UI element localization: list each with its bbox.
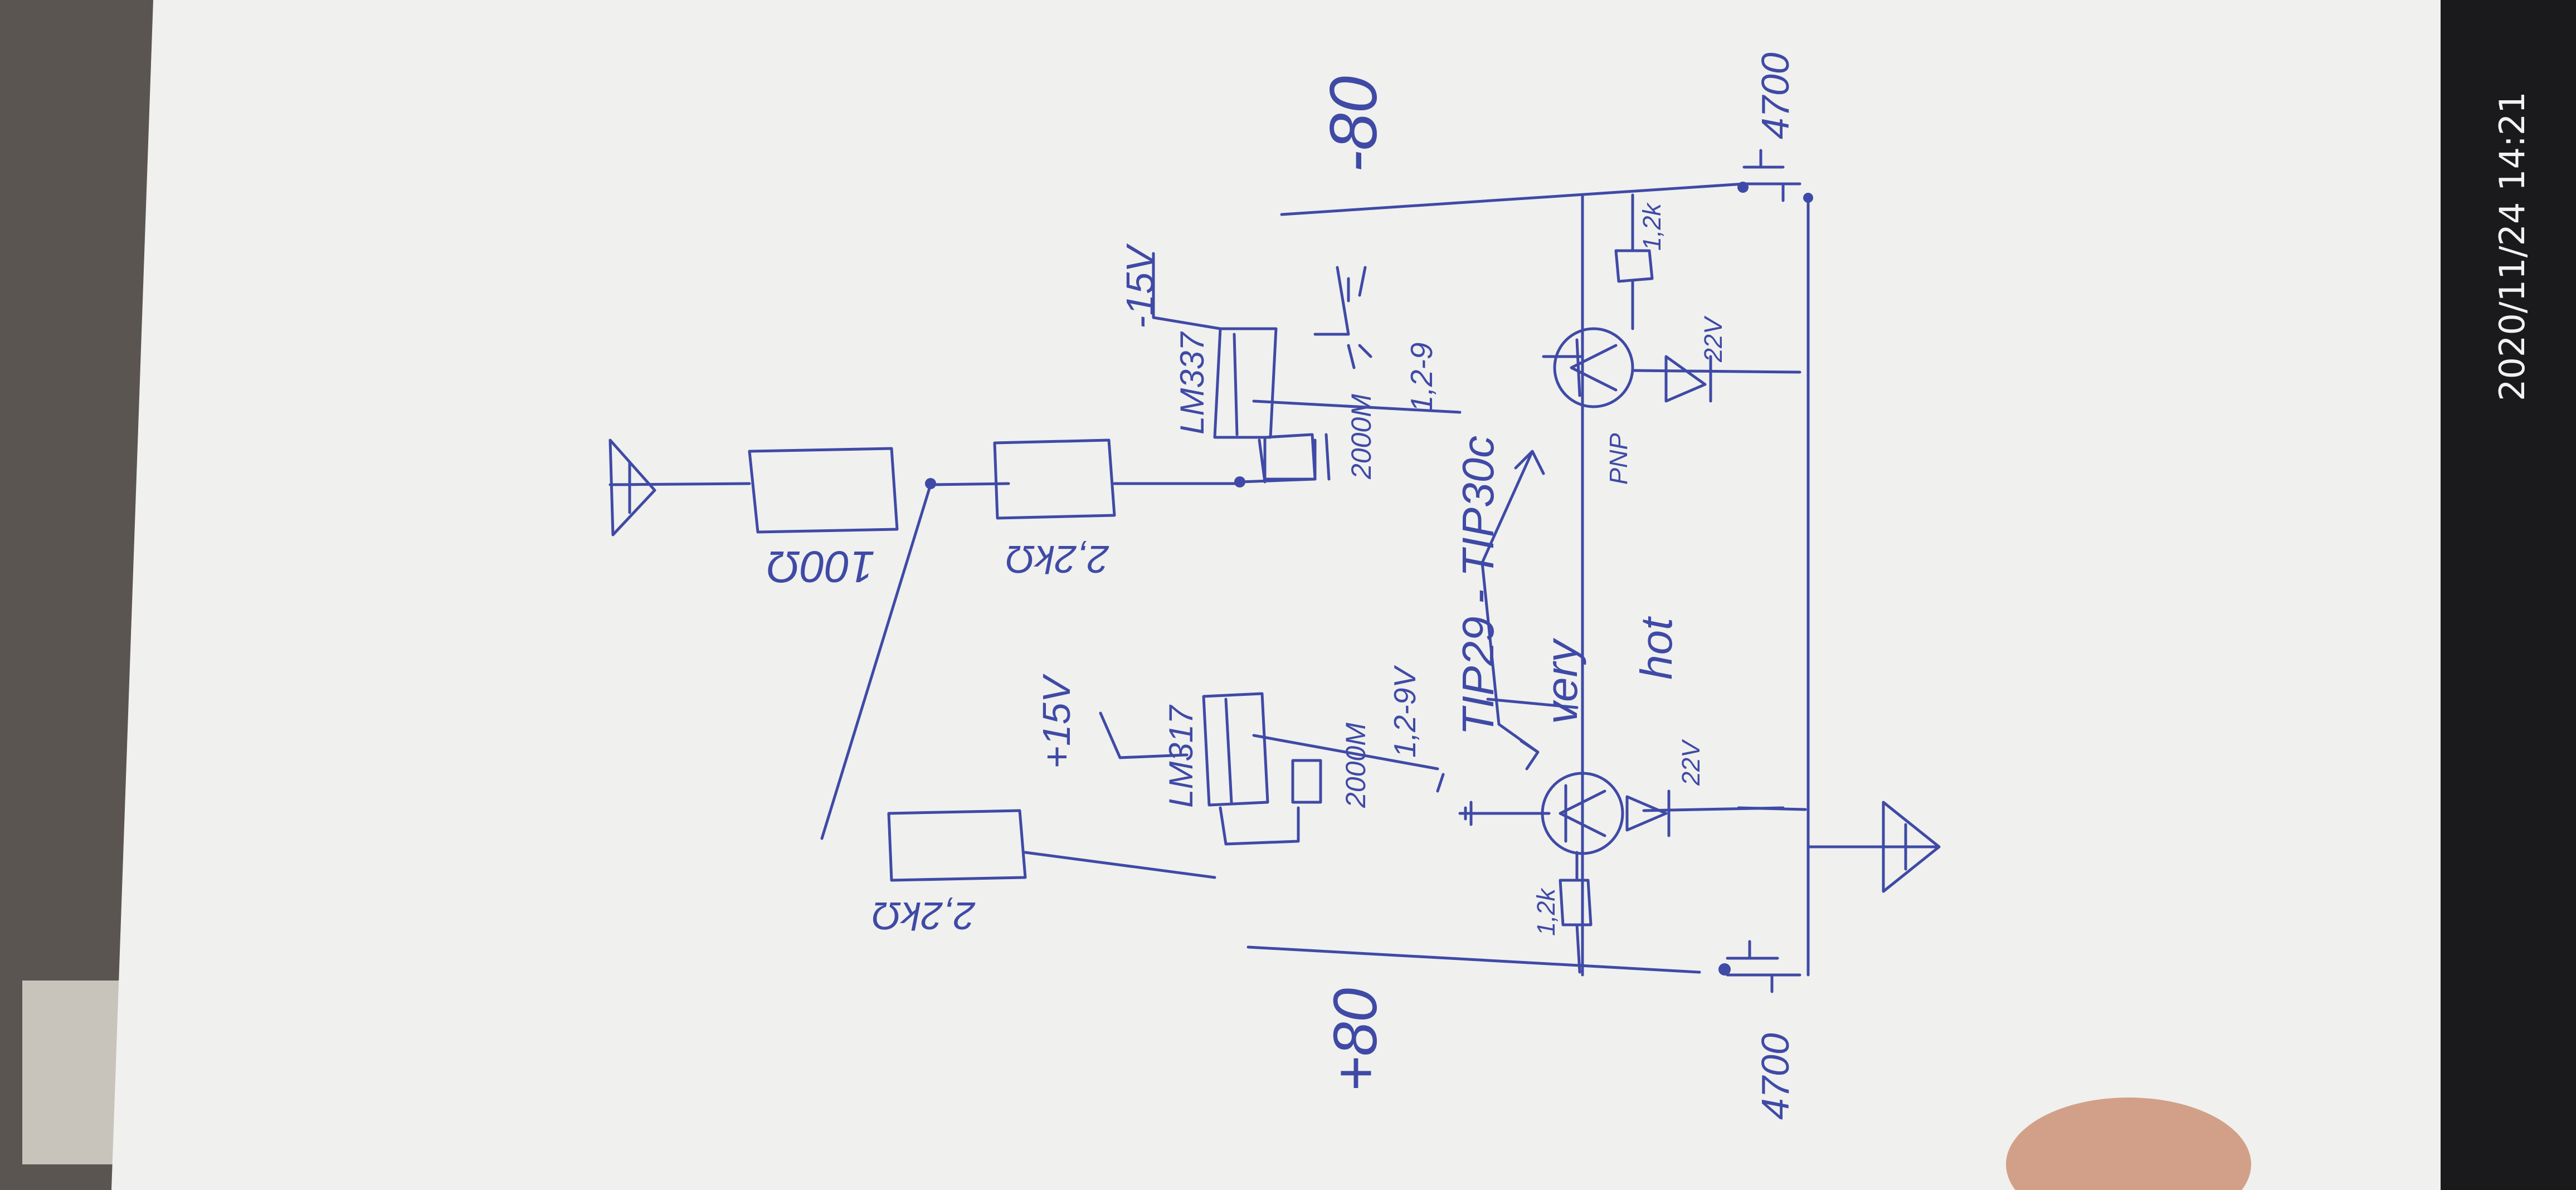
label-pos-supply: +15V <box>1035 673 1078 769</box>
label-vout-top: 1,2-9 <box>1404 343 1439 412</box>
cap-bottom-pos <box>1718 963 1731 976</box>
label-zener-top: 22V <box>1699 315 1727 363</box>
cap-top-neg <box>1803 193 1813 203</box>
label-reg-top: LM337 <box>1173 331 1211 435</box>
main-wiring <box>820 182 1810 977</box>
label-cap-pos: 4700 <box>1754 1033 1797 1120</box>
resistor-2k2-top <box>993 438 1116 520</box>
paper-sheet <box>111 0 2441 1190</box>
schematic-drawing: -80 +80 4700 4700 -15V +15V LM337 LM317 … <box>608 52 1941 1120</box>
ground-right <box>1806 801 1941 893</box>
label-res-2k2-bottom: 2,2kΩ <box>871 894 976 938</box>
thumb <box>2006 1098 2251 1190</box>
junction-reg-top <box>1234 476 1245 487</box>
dark-fabric-right <box>2441 0 2576 1190</box>
transistor-top-leads <box>1570 338 1618 397</box>
note-arrow <box>1481 450 1545 770</box>
resistor-100 <box>748 447 899 534</box>
top-pot <box>1263 433 1317 481</box>
transistor-top <box>1553 327 1634 408</box>
label-res-100: 100Ω <box>767 542 875 592</box>
label-neg-supply: -15V <box>1118 243 1162 329</box>
label-pos-rail: +80 <box>1321 988 1390 1092</box>
label-note-very: very <box>1537 637 1586 724</box>
junction-top <box>925 478 936 489</box>
zener-top <box>1664 355 1712 403</box>
resistor-1k2-top <box>1614 193 1654 330</box>
cap-top-pos <box>1737 182 1749 193</box>
bottom-pot <box>1291 759 1322 804</box>
photo-timestamp: 2020/11/24 14:21 <box>2492 91 2533 401</box>
label-neg-rail: -80 <box>1316 76 1391 173</box>
label-reg-bottom: LM317 <box>1162 704 1200 808</box>
cap-top <box>1742 149 1801 202</box>
label-zener-bottom: 22V <box>1677 739 1705 786</box>
label-pot-bottom: 2000M <box>1340 723 1371 808</box>
label-vout-bottom: 1,2-9V <box>1387 665 1422 758</box>
resistor-1k2-bottom <box>1559 851 1593 974</box>
label-pnp: PNP <box>1604 433 1633 485</box>
label-tip-note: TIP29 - TIP30c <box>1453 436 1503 735</box>
ground-left <box>608 438 751 537</box>
resistor-2k2-bottom <box>887 809 1027 882</box>
label-res-1k2-bottom: 1,2k <box>1532 887 1560 936</box>
label-pot-top: 2000M <box>1346 394 1377 480</box>
transistor-bottom-leads <box>1559 784 1606 843</box>
label-note-hot: hot <box>1632 616 1681 680</box>
bottom-base-link <box>1458 801 1551 826</box>
zener-bottom <box>1625 789 1671 837</box>
label-cap-neg: 4700 <box>1754 52 1797 139</box>
bottom-regulator <box>1099 692 1439 846</box>
label-res-1k2-top: 1,2k <box>1638 202 1666 251</box>
label-res-2k2-top: 2,2kΩ <box>1005 538 1109 581</box>
cap-bottom <box>1726 940 1801 993</box>
